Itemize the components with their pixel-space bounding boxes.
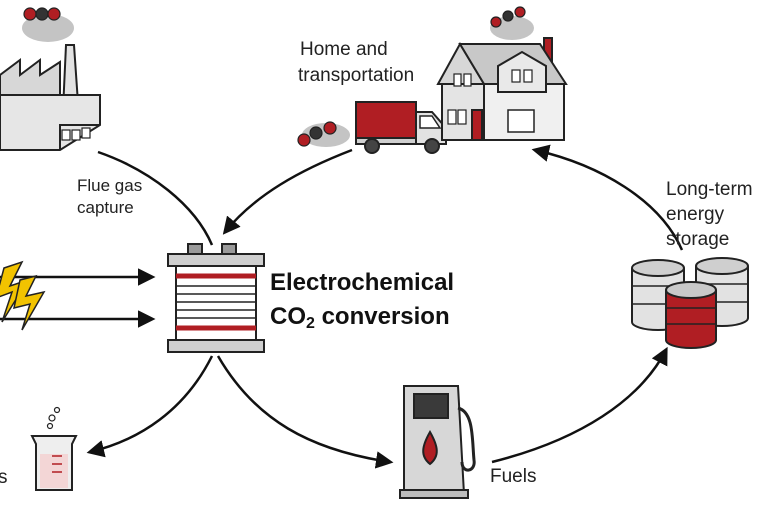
arrow-cell-to-fuels	[216, 355, 394, 469]
truck-icon	[297, 101, 447, 154]
house-icon	[436, 6, 568, 141]
title-co: CO	[270, 303, 306, 330]
title-line2: CO2 conversion	[270, 302, 450, 339]
label-home-line1: Home and	[300, 39, 388, 60]
arrow-fuels-to-storage	[491, 346, 668, 464]
factory-icon	[0, 7, 101, 151]
title-conversion: conversion	[314, 303, 450, 330]
title-line1: Electrochemical	[270, 269, 455, 296]
arrow-home-to-cell	[222, 148, 353, 235]
label-fuels: Fuels	[490, 466, 537, 487]
label-flue-line2: capture	[77, 198, 134, 217]
label-home-line2: transportation	[298, 65, 415, 86]
barrels-icon	[631, 257, 749, 349]
label-storage-line3: storage	[666, 229, 730, 250]
co2-molecule-icon	[490, 6, 534, 40]
arrow-storage-to-home	[531, 144, 684, 251]
title-subscript: 2	[306, 315, 315, 332]
co2-molecule-icon	[22, 7, 74, 42]
arrow-cell-to-chemicals	[86, 355, 214, 458]
fuel-pump-icon	[399, 385, 476, 499]
label-flue-line1: Flue gas	[77, 176, 143, 195]
arrow-factory-to-cell	[97, 150, 214, 246]
lightning-icon	[0, 260, 46, 331]
co2-molecule-icon	[297, 121, 350, 147]
battery-cell-icon	[167, 243, 265, 353]
label-chemicals-fragment: s	[0, 467, 8, 488]
label-storage-line1: Long-term	[666, 179, 753, 200]
beaker-icon	[30, 406, 78, 491]
label-storage-line2: energy	[666, 204, 725, 225]
